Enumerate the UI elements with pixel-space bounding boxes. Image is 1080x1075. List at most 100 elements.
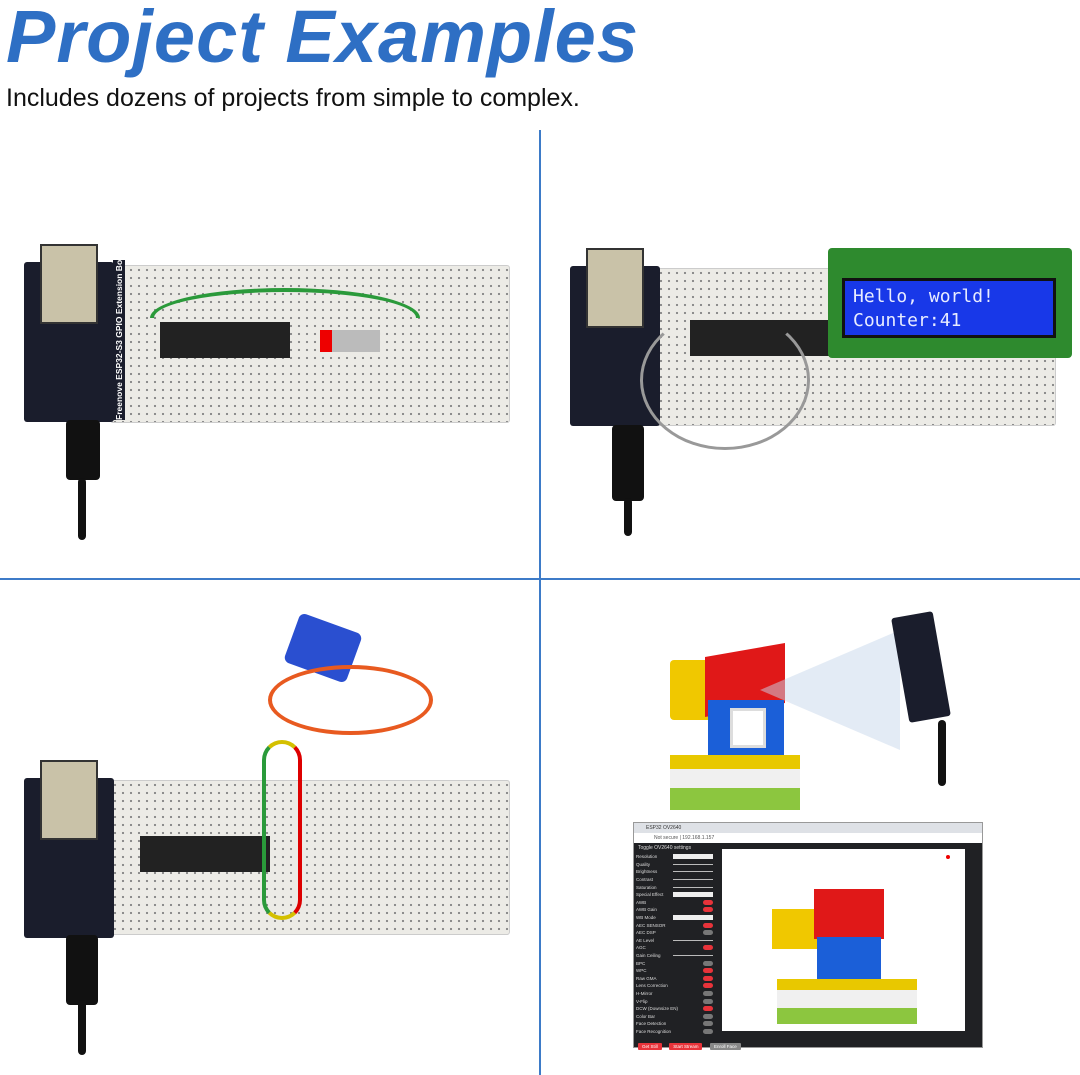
setting-slider[interactable] [673,955,713,957]
setting-row: H-Mirror [636,990,721,998]
usb-cable [66,935,98,1005]
lcd-line-1: Hello, world! [853,286,994,307]
usb-cable [66,420,100,480]
camera-view-cone [760,630,900,750]
setting-toggle[interactable] [703,945,713,951]
setting-label: Brightness [636,869,658,875]
setting-label: AWB [636,899,647,905]
lcd-screen: Hello, world! Counter:41 [842,278,1056,338]
jumper-wires [262,740,302,920]
setting-row: AWB [636,899,721,907]
esp32-module [586,248,644,328]
setting-row: V-Flip [636,997,721,1005]
setting-row: AEC DSP [636,929,721,937]
setting-label: Raw GMA [636,975,657,981]
setting-row: AE Level [636,937,721,945]
settings-toggle[interactable]: Toggle OV2640 settings [638,845,692,851]
esp32-cam-board [891,611,951,723]
setting-toggle[interactable] [703,907,713,913]
setting-label: AWB Gain [636,907,657,913]
setting-toggle[interactable] [703,968,713,974]
setting-toggle[interactable] [703,922,713,928]
board-label: Freenove ESP32-S3 GPIO Extension Board [113,246,125,420]
setting-label: AEC SENSOR [636,922,666,928]
setting-toggle[interactable] [703,930,713,936]
setting-toggle[interactable] [703,899,713,905]
setting-row: WPC [636,967,721,975]
usb-cable [938,720,946,786]
setting-select[interactable] [673,915,713,921]
start-stream-button[interactable]: Start Stream [669,1043,703,1050]
setting-label: AEC DSP [636,930,656,936]
setting-label: Saturation [636,884,657,890]
setting-slider[interactable] [673,939,713,941]
setting-slider[interactable] [673,886,713,888]
setting-toggle[interactable] [703,1021,713,1027]
lcd-line-2: Counter:41 [853,310,962,331]
setting-label: DCW (Downsize EN) [636,1006,679,1012]
setting-slider[interactable] [673,871,713,873]
setting-label: Contrast [636,877,654,883]
setting-toggle[interactable] [703,1028,713,1034]
esp32-module [40,760,98,840]
usb-cable-wire [78,1000,86,1055]
stream-lego-yellow [772,909,822,949]
setting-row: AEC SENSOR [636,921,721,929]
setting-label: Color Bar [636,1013,656,1019]
usb-cable-wire [78,478,86,540]
usb-cable-wire [624,498,632,536]
address-bar[interactable]: Not secure | 192.168.1.157 [654,835,715,841]
esp32-module [40,244,98,324]
setting-toggle[interactable] [703,1013,713,1019]
setting-toggle[interactable] [703,998,713,1004]
camera-stream-view [722,849,965,1031]
browser-tab[interactable]: ESP32 OV2640 [646,825,682,831]
setting-row: Gain Ceiling [636,952,721,960]
setting-row: Color Bar [636,1012,721,1020]
recording-dot-icon [946,855,950,859]
setting-row: Special Effect [636,891,721,899]
setting-row: AWB Gain [636,906,721,914]
setting-label: Quality [636,861,651,867]
setting-label: WB Mode [636,915,656,921]
browser-window: ESP32 OV2640 Not secure | 192.168.1.157 … [633,822,983,1050]
gpio-header [140,836,270,872]
led-bar-graph [320,330,380,352]
setting-label: V-Flip [636,998,648,1004]
setting-select[interactable] [673,892,713,898]
setting-slider[interactable] [673,863,713,865]
get-still-button[interactable]: Get Still [638,1043,662,1050]
setting-toggle[interactable] [703,1006,713,1012]
setting-label: BPC [636,960,646,966]
setting-row: Contrast [636,876,721,884]
setting-row: BPC [636,959,721,967]
lcd-1602: Hello, world! Counter:41 [828,248,1072,358]
servo-wires [268,665,433,735]
setting-row: Resolution [636,853,721,861]
setting-row: Raw GMA [636,975,721,983]
setting-slider[interactable] [673,879,713,881]
setting-label: Gain Ceiling [636,953,661,959]
setting-toggle[interactable] [703,983,713,989]
gpio-header [160,322,290,358]
setting-label: AE Level [636,937,655,943]
usb-cable [612,425,644,501]
divider-horizontal [0,578,1080,580]
setting-select[interactable] [673,854,713,860]
enroll-face-button[interactable]: Enroll Face [709,1043,741,1050]
setting-label: AGC [636,945,646,951]
setting-label: WPC [636,968,647,974]
setting-row: Saturation [636,883,721,891]
setting-row: AGC [636,944,721,952]
setting-toggle[interactable] [703,960,713,966]
setting-toggle[interactable] [703,990,713,996]
stream-lego-base [777,979,917,1024]
page-title: Project Examples [6,0,639,78]
setting-label: Face Recognition [636,1028,672,1034]
lego-base [670,755,800,810]
setting-row: Face Detection [636,1020,721,1028]
jumper-wires [640,310,810,450]
setting-label: H-Mirror [636,990,653,996]
setting-toggle[interactable] [703,975,713,981]
